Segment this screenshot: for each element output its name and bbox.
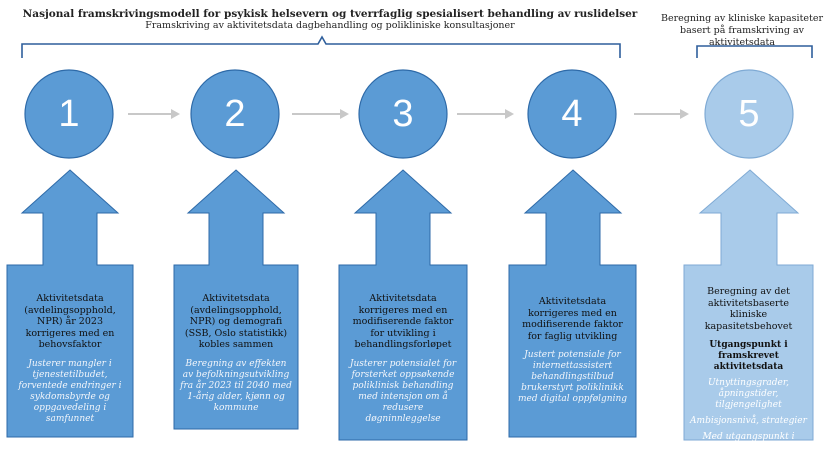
step-5-text: Beregning av det aktivitetsbaserte klini…: [704, 286, 793, 332]
step-1-circle: [24, 69, 114, 159]
step-3-circle: [358, 69, 448, 159]
step-4-box: Aktivitetsdata korrigeres med en modifis…: [509, 296, 636, 405]
step-3-note: Justerer potensialet for forsterket opps…: [349, 358, 457, 424]
connector-3-4-head: [505, 109, 514, 119]
step-2-text: Aktivitetsdata (avdelingsopphold, NPR) o…: [184, 293, 288, 350]
callout-3: [338, 169, 468, 441]
connectors: [128, 109, 689, 119]
step-1-number: 1: [58, 93, 80, 135]
brace-steps-1-4: [21, 35, 621, 58]
step5-title: Beregning av kliniske kapasiteter basert…: [660, 13, 824, 48]
step-5-circle: [704, 69, 794, 159]
step-3-box: Aktivitetsdata korrigeres med en modifis…: [339, 293, 467, 425]
step-2-number: 2: [224, 93, 246, 135]
diagram-title: Nasjonal framskrivingsmodell for psykisk…: [22, 8, 638, 20]
step-3-text: Aktivitetsdata korrigeres med en modifis…: [352, 293, 454, 350]
step-2-box: Aktivitetsdata (avdelingsopphold, NPR) o…: [174, 293, 298, 414]
step-1-note: Justerer mangler i tjenestetilbudet, for…: [18, 358, 122, 424]
brace-step-5: [696, 45, 813, 58]
step-5-number: 5: [738, 93, 760, 135]
callout-4: [508, 169, 637, 438]
step-4-text: Aktivitetsdata korrigeres med en modifis…: [522, 296, 623, 342]
step-1-box: Aktivitetsdata (avdelingsopphold, NPR) å…: [7, 293, 133, 425]
step-3-number: 3: [392, 93, 414, 135]
step-4-circle: [527, 69, 617, 159]
step-5-note-2: Ambisjonsnivå, strategier: [690, 416, 807, 426]
connector-2-3-head: [340, 109, 349, 119]
step-5-note-1: Utnyttingsgrader, åpningstider, tilgjeng…: [707, 378, 790, 410]
step-2-note: Beregning av effekten av befolkningsutvi…: [180, 358, 292, 413]
step-5-box: Beregning av det aktivitetsbaserte klini…: [684, 286, 813, 454]
step-1-text: Aktivitetsdata (avdelingsopphold, NPR) å…: [24, 293, 116, 350]
step-5-bold: Utgangspunkt i framskrevet aktivitetsdat…: [709, 340, 788, 372]
diagram-subtitle: Framskriving av aktivitetsdata dagbehand…: [145, 20, 515, 31]
callout-1: [6, 169, 134, 438]
step-4-note: Justert potensiale for internettassister…: [517, 350, 628, 404]
connector-4-5-head: [680, 109, 689, 119]
step-5-note-3: Med utgangspunkt i beslutninger fra RHF: [699, 432, 798, 453]
connector-1-2-head: [171, 109, 180, 119]
step-2-circle: [190, 69, 280, 159]
step-4-number: 4: [561, 93, 583, 135]
callout-5: [683, 169, 814, 441]
callout-2: [173, 169, 299, 430]
